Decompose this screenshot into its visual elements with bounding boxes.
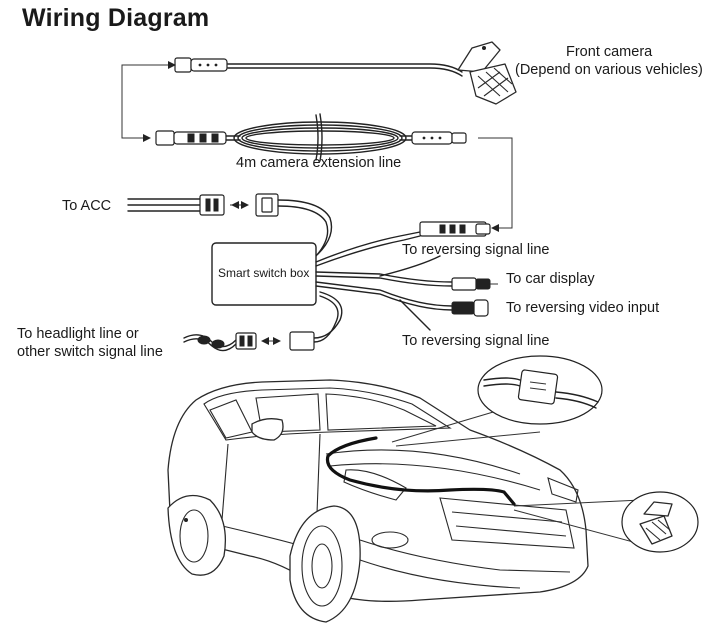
front-camera-label: Front camera xyxy=(566,44,653,60)
callout-switch-box xyxy=(391,355,603,447)
callout-front-camera xyxy=(513,491,699,553)
box-output-wires xyxy=(313,221,498,343)
front-camera-note: (Depend on various vehicles) xyxy=(515,62,703,78)
camera-extension-line xyxy=(155,113,467,162)
reversing-video-label: To reversing video input xyxy=(506,300,660,316)
front-camera-cable xyxy=(160,57,463,77)
extension-line-label: 4m camera extension line xyxy=(236,155,402,171)
car-illustration xyxy=(167,379,589,623)
connect-arrow-left xyxy=(121,64,168,142)
car-display-label: To car display xyxy=(506,271,595,287)
page-title: Wiring Diagram xyxy=(22,4,210,32)
smart-switch-box xyxy=(211,242,317,306)
reversing-signal-bottom-label: To reversing signal line xyxy=(402,333,550,349)
headlight-label-line1: To headlight line or xyxy=(17,326,139,342)
headlight-label-line2: other switch signal line xyxy=(17,344,163,360)
smart-switch-box-label: Smart switch box xyxy=(218,266,310,280)
headlight-connector xyxy=(183,331,315,352)
front-camera-icon xyxy=(457,41,517,105)
reversing-signal-top-label: To reversing signal line xyxy=(402,242,550,258)
connect-arrow-right xyxy=(478,137,513,232)
acc-connector xyxy=(127,193,333,257)
to-acc-label: To ACC xyxy=(62,198,112,214)
